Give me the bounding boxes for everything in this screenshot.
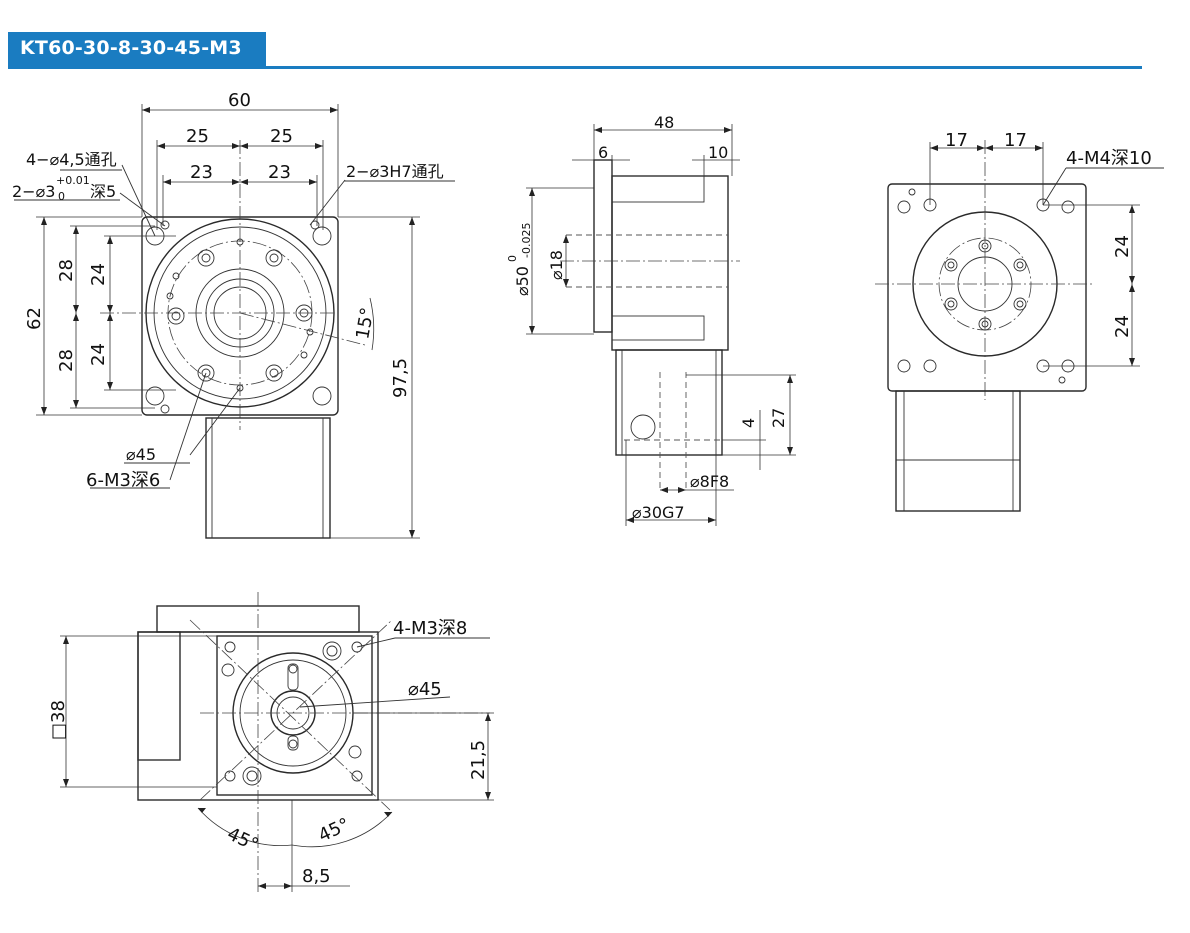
bottom-dim-square38: □38 [48,700,69,740]
front-view [14,104,455,539]
front-callout-holes: 4−⌀4,5通孔 [26,150,117,169]
front-dim-24-top: 24 [88,263,109,286]
front-dim-24-bottom: 24 [88,343,109,366]
front-dim-28-top: 28 [56,259,77,282]
front-dim-25-right: 25 [270,126,293,147]
side-view [526,124,796,526]
side-dia50-tol-upper: 0 [506,255,519,262]
front-dim-23-right: 23 [268,162,291,183]
front-dim-25-left: 25 [186,126,209,147]
front-dim-97-5: 97,5 [390,358,411,398]
front-callout-h7: 2−⌀3H7通孔 [346,162,444,181]
side-dim-dia50: ⌀50 [513,266,532,296]
bottom-dim-dia45: ⌀45 [408,679,442,700]
rear-dim-24-top: 24 [1112,235,1133,258]
side-dim-27: 27 [769,408,788,428]
side-dia50-tol-lower: -0.025 [520,223,533,258]
rear-dim-17-right: 17 [1004,130,1027,151]
side-dim-10: 10 [708,143,728,162]
front-callout-pin-tol-upper: +0.01 [56,174,90,187]
front-callout-pin: 2−⌀3 [12,182,55,201]
rear-callout-m4: 4-M4深10 [1066,148,1152,169]
bottom-callout-m3: 4-M3深8 [393,618,467,639]
bottom-dim-21-5: 21,5 [468,740,489,780]
bottom-dim-8-5: 8,5 [302,866,331,887]
side-dim-dia18: ⌀18 [547,250,566,280]
side-dim-6: 6 [598,143,608,162]
bottom-view [60,592,494,892]
front-callout-m3: 6-M3深6 [86,470,160,491]
title-tab [8,32,266,68]
side-dim-dia8f8: ⌀8F8 [690,472,729,491]
bottom-angle-45-left: 45° [224,823,262,856]
front-dim-28-bottom: 28 [56,349,77,372]
drawing-title: KT60-30-8-30-45-M3 [20,37,242,59]
front-dim-60: 60 [228,90,251,111]
side-dim-4: 4 [739,418,758,428]
front-callout-dia45: ⌀45 [126,445,156,464]
rear-dim-24-bottom: 24 [1112,315,1133,338]
rear-dim-17-left: 17 [945,130,968,151]
front-dim-23-left: 23 [190,162,213,183]
title-rule [8,66,1142,69]
front-angle-15: 15° [352,306,378,341]
bottom-angle-45-right: 45° [315,814,353,847]
front-callout-pin-tol-lower: 0 [58,190,65,203]
rear-view [875,140,1164,512]
side-dim-dia30g7: ⌀30G7 [632,503,685,522]
front-dim-62: 62 [24,307,45,330]
front-callout-pin-depth: 深5 [90,182,116,201]
side-dim-48: 48 [654,113,674,132]
